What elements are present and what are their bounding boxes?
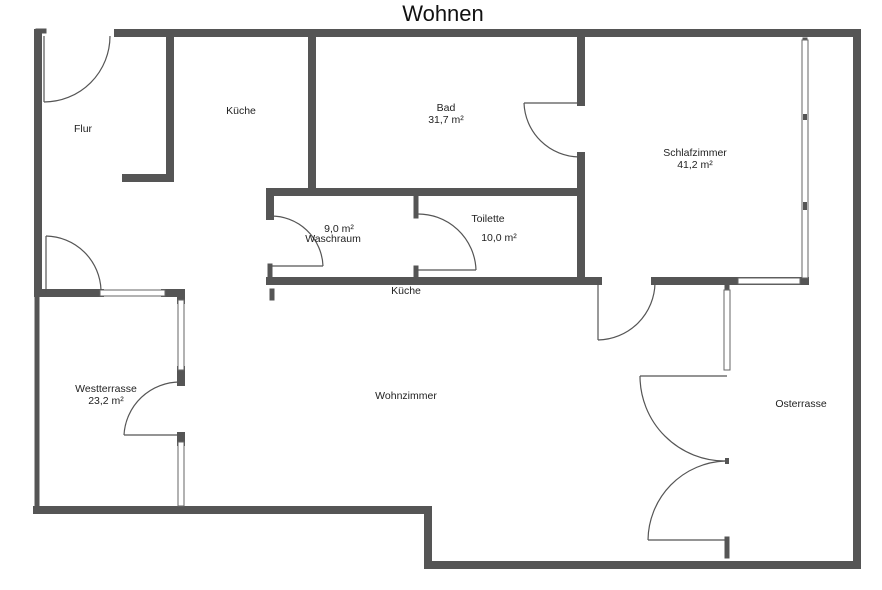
room-label-flur: Flur bbox=[74, 123, 93, 135]
room-label-bad: Bad bbox=[437, 102, 456, 114]
room-label-schlafzimmer: Schlafzimmer bbox=[663, 147, 727, 159]
interior-walls bbox=[40, 29, 809, 559]
plan-title: Wohnen bbox=[402, 1, 484, 26]
windows bbox=[99, 39, 809, 507]
room-labels: Flur Küche Bad 31,7 m² Schlafzimmer 41,2… bbox=[74, 102, 827, 410]
room-area-toilette: 10,0 m² bbox=[481, 232, 517, 244]
outer-walls bbox=[33, 28, 861, 569]
room-label-wohnzimmer: Wohnzimmer bbox=[375, 390, 437, 402]
room-label-westterrasse: Westterrasse bbox=[75, 383, 137, 395]
doors bbox=[43, 35, 729, 541]
room-label-kueche: Küche bbox=[226, 105, 256, 117]
room-area-waschraum: 9,0 m² bbox=[324, 223, 354, 235]
room-label-osterrasse: Osterrasse bbox=[775, 398, 827, 410]
room-label-kueche-lower: Küche bbox=[391, 285, 421, 297]
room-area-schlafzimmer: 41,2 m² bbox=[677, 159, 713, 171]
room-area-westterrasse: 23,2 m² bbox=[88, 395, 124, 407]
room-area-bad: 31,7 m² bbox=[428, 114, 464, 126]
room-label-toilette: Toilette bbox=[471, 213, 504, 225]
room-label-waschraum: Waschraum bbox=[305, 233, 361, 245]
